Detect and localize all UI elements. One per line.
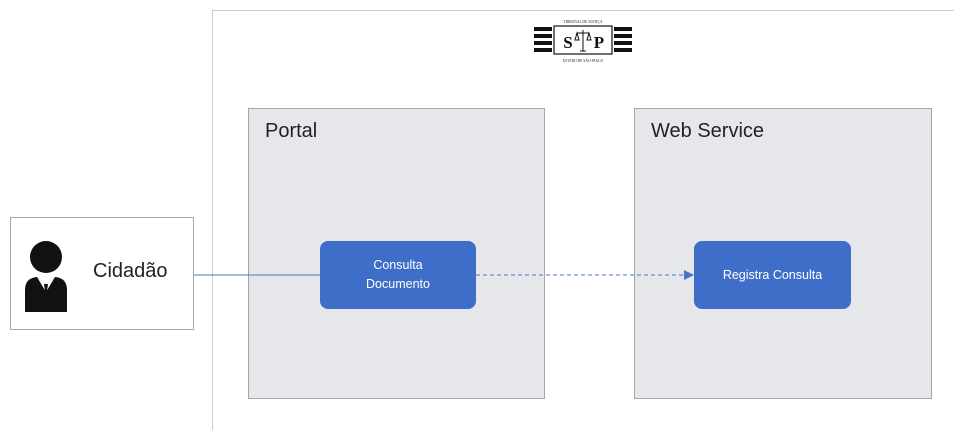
panel-title-portal: Portal [265, 120, 318, 142]
scales-icon [574, 30, 592, 52]
panel-title-web-service: Web Service [651, 120, 765, 142]
actor-label: Cidadão [93, 260, 168, 282]
arrowhead-icon [684, 270, 694, 280]
logo-bottom-text: ESTADO DE SÃO PAULO [563, 58, 604, 63]
diagram-boundary [212, 10, 954, 430]
logo-letter-s: S [563, 33, 572, 52]
action-consulta-documento[interactable]: Consulta Documento [320, 241, 476, 309]
person-icon [25, 241, 67, 312]
logo-top-text: TRIBUNAL DE JUSTIÇA [564, 20, 603, 24]
action-registra-consulta[interactable]: Registra Consulta [694, 241, 851, 309]
logo-letter-p: P [594, 33, 604, 52]
actor-cidadao: Cidadão [10, 217, 194, 330]
tjsp-logo: TRIBUNAL DE JUSTIÇA S P ESTADO DE SÃO PA… [534, 20, 632, 63]
